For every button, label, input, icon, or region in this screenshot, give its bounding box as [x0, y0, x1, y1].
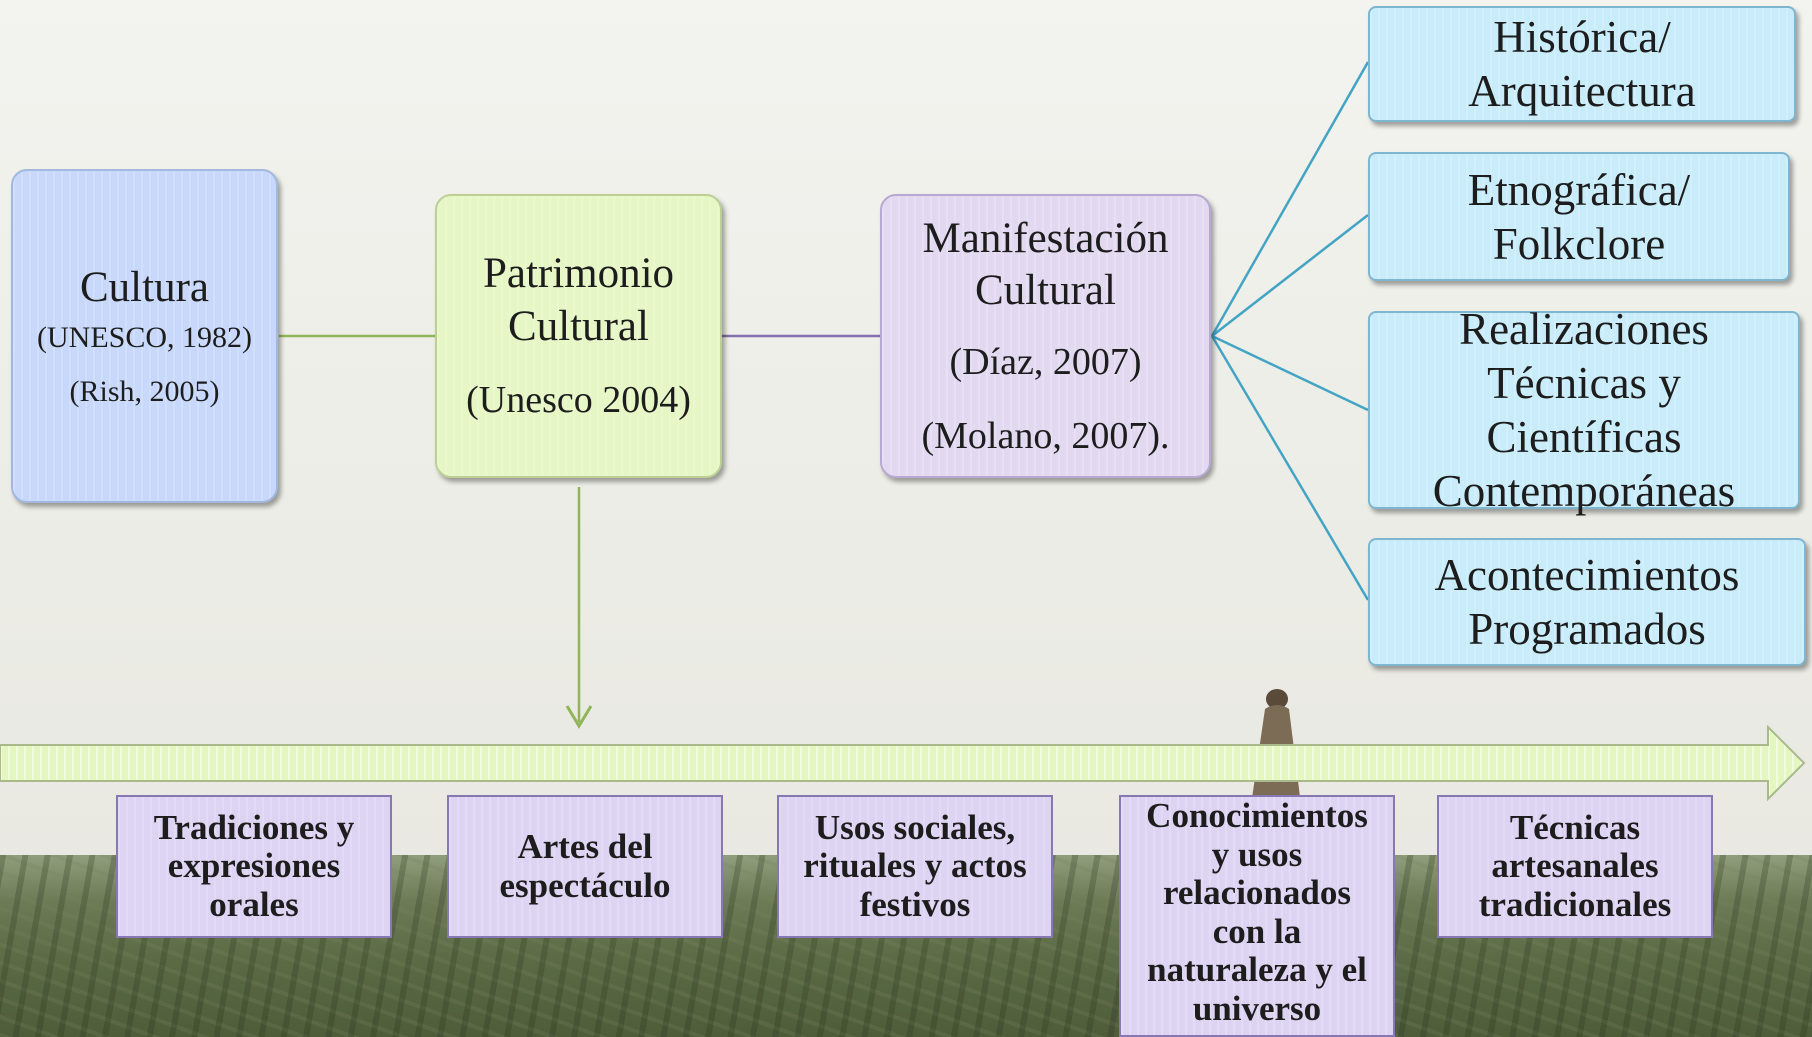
domain-usos-sociales: Usos sociales, rituales y actos festivos	[777, 795, 1053, 938]
domain-tradiciones-line2: expresiones	[167, 846, 341, 886]
category-etnografica-line2: Folkclore	[1492, 218, 1666, 269]
domain-usos-sociales-line2: rituales y actos	[803, 846, 1027, 886]
domain-tradiciones-line1: Tradiciones y	[153, 807, 355, 847]
category-realizaciones-line3: Científicas	[1486, 412, 1682, 462]
patrimonio-line2: Cultural	[508, 303, 649, 351]
domain-conocimientos-line4: con la	[1212, 911, 1302, 951]
patrimonio-line1: Patrimonio	[482, 250, 675, 298]
category-realizaciones-line2: Técnicas y	[1487, 358, 1681, 408]
manifestacion-node: Manifestación Cultural (Díaz, 2007) (Mol…	[880, 194, 1211, 478]
category-acontecimientos-line2: Programados	[1468, 604, 1706, 654]
cultura-ref-unesco: (UNESCO, 1982)	[37, 321, 252, 355]
domain-artes-line1: Artes del	[517, 827, 653, 866]
category-realizaciones-line1: Realizaciones	[1459, 304, 1709, 354]
domain-usos-sociales-line3: festivos	[859, 884, 971, 924]
manifestacion-ref-molano: (Molano, 2007).	[921, 414, 1170, 457]
domain-conocimientos-line5: naturaleza y el	[1147, 950, 1367, 989]
cultura-title: Cultura	[80, 263, 209, 311]
domain-conocimientos-line2: y usos	[1211, 834, 1303, 874]
category-realizaciones: Realizaciones Técnicas y Científicas Con…	[1368, 304, 1800, 516]
domain-tradiciones: Tradiciones y expresiones orales	[116, 795, 392, 938]
category-historica-line1: Histórica/	[1493, 12, 1671, 62]
domain-conocimientos-line6: universo	[1192, 988, 1322, 1028]
domain-tecnicas-line2: artesanales	[1491, 846, 1659, 886]
manifestacion-line1: Manifestación	[922, 214, 1169, 262]
manifestacion-line2: Cultural	[975, 267, 1116, 315]
manifestacion-ref-diaz: (Díaz, 2007)	[949, 341, 1142, 384]
category-realizaciones-line4: Contemporáneas	[1432, 466, 1736, 516]
cultura-ref-rish: (Rish, 2005)	[69, 375, 220, 409]
category-acontecimientos: Acontecimientos Programados	[1368, 538, 1806, 666]
category-acontecimientos-line1: Acontecimientos	[1434, 550, 1740, 600]
domain-artes: Artes del espectáculo	[447, 795, 723, 938]
category-etnografica: Etnográfica/ Folkclore	[1368, 152, 1790, 281]
domain-tradiciones-line3: orales	[209, 884, 299, 924]
category-etnografica-line1: Etnográfica/	[1467, 164, 1691, 215]
domain-tecnicas-line3: tradicionales	[1478, 884, 1672, 924]
domain-tecnicas-artesanales: Técnicas artesanales tradicionales	[1437, 795, 1713, 938]
patrimonio-ref: (Unesco 2004)	[466, 379, 691, 422]
patrimonio-node: Patrimonio Cultural (Unesco 2004)	[435, 194, 722, 478]
domain-conocimientos: Conocimientos y usos relacionados con la…	[1119, 795, 1395, 1037]
domain-tecnicas-line1: Técnicas	[1509, 807, 1641, 847]
domain-artes-line2: espectáculo	[499, 865, 671, 905]
domain-usos-sociales-line1: Usos sociales,	[814, 807, 1016, 847]
category-historica-line2: Arquitectura	[1468, 66, 1696, 116]
domain-conocimientos-line3: relacionados	[1163, 873, 1351, 912]
cultura-node: Cultura (UNESCO, 1982) (Rish, 2005)	[11, 169, 278, 503]
category-historica: Histórica/ Arquitectura	[1368, 6, 1796, 122]
domain-conocimientos-line1: Conocimientos	[1146, 796, 1368, 835]
